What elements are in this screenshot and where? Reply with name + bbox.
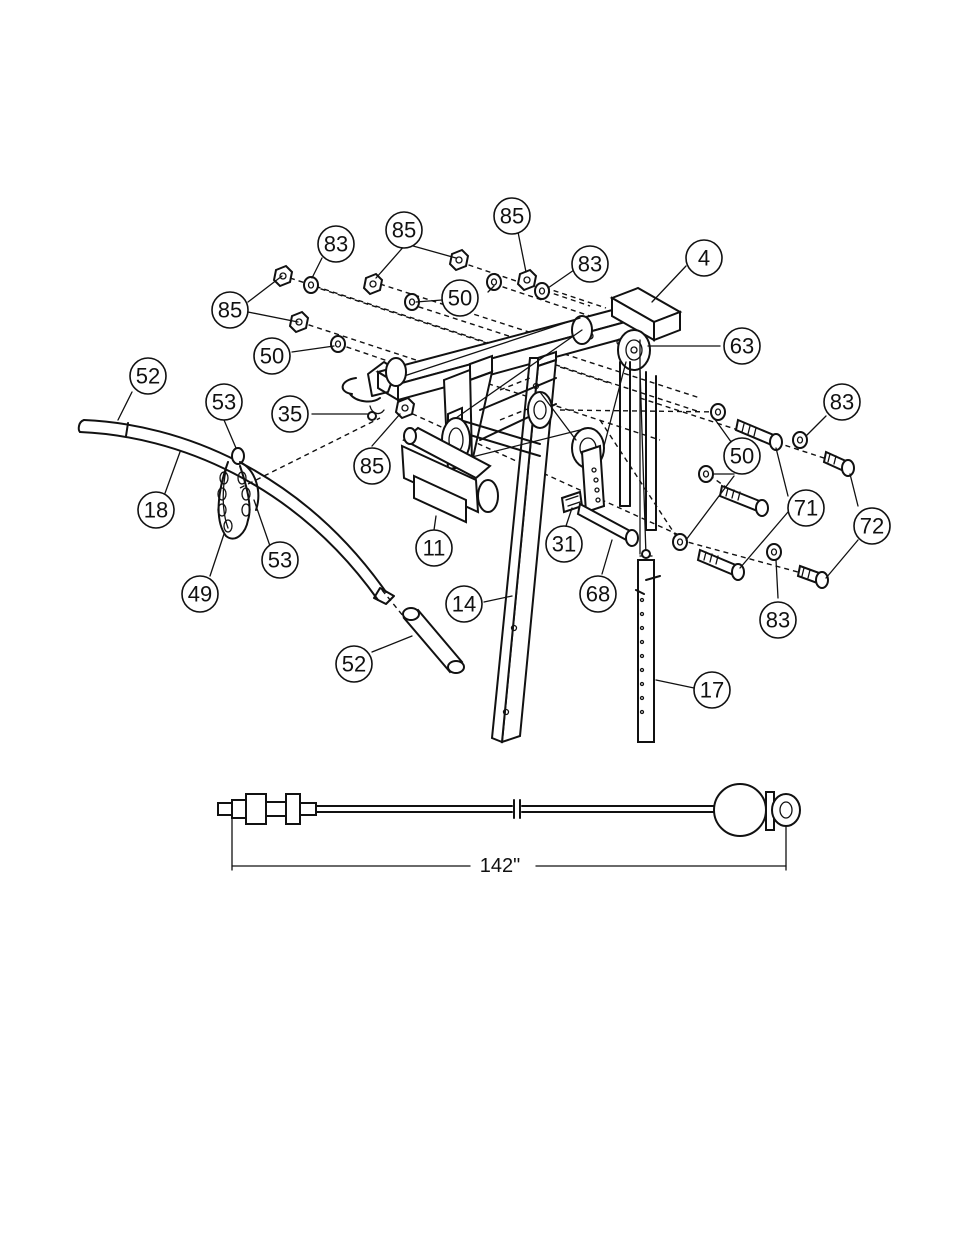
svg-text:17: 17 <box>700 678 724 703</box>
svg-text:50: 50 <box>448 286 472 311</box>
svg-text:83: 83 <box>324 232 348 257</box>
callout-18: 18 <box>138 492 174 528</box>
callout-53a: 53 <box>206 384 242 420</box>
callout-85a: 85 <box>212 292 248 328</box>
svg-text:83: 83 <box>766 608 790 633</box>
svg-text:53: 53 <box>212 390 236 415</box>
callout-85c: 85 <box>494 198 530 234</box>
svg-text:35: 35 <box>278 402 302 427</box>
callout-83d: 83 <box>760 602 796 638</box>
callout-52a: 52 <box>130 358 166 394</box>
svg-text:83: 83 <box>578 252 602 277</box>
pulley-63 <box>618 330 650 370</box>
svg-text:11: 11 <box>423 536 446 561</box>
cable-assembly: 142" <box>218 784 800 877</box>
shaft-68 <box>578 504 638 546</box>
callout-35: 35 <box>272 396 308 432</box>
callout-85d: 85 <box>354 448 390 484</box>
callout-83c: 83 <box>824 384 860 420</box>
svg-text:85: 85 <box>360 454 384 479</box>
callout-52b: 52 <box>336 646 372 682</box>
callout-14: 14 <box>446 586 482 622</box>
cable-length-label: 142" <box>480 855 520 877</box>
svg-text:71: 71 <box>794 496 818 521</box>
callout-4: 4 <box>686 240 722 276</box>
svg-text:49: 49 <box>188 582 212 607</box>
callout-71: 71 <box>788 490 824 526</box>
callout-17: 17 <box>694 672 730 708</box>
svg-text:72: 72 <box>860 514 884 539</box>
svg-text:85: 85 <box>392 218 416 243</box>
svg-text:52: 52 <box>136 364 160 389</box>
chain-49 <box>218 448 258 539</box>
selector-rod-17 <box>636 550 660 742</box>
callout-68: 68 <box>580 576 616 612</box>
callout-83a: 83 <box>318 226 354 262</box>
callout-49: 49 <box>182 576 218 612</box>
svg-text:53: 53 <box>268 548 292 573</box>
callout-50a: 50 <box>442 280 478 316</box>
svg-text:31: 31 <box>552 532 576 557</box>
adjuster-bracket <box>582 446 604 512</box>
svg-text:50: 50 <box>260 344 284 369</box>
svg-text:85: 85 <box>218 298 242 323</box>
callout-11: 11 <box>416 530 452 566</box>
svg-text:83: 83 <box>830 390 854 415</box>
callout-50c: 50 <box>724 438 760 474</box>
svg-text:50: 50 <box>730 444 754 469</box>
svg-text:63: 63 <box>730 334 754 359</box>
callout-63: 63 <box>724 328 760 364</box>
callout-31: 31 <box>546 526 582 562</box>
callout-53b: 53 <box>262 542 298 578</box>
svg-text:14: 14 <box>452 592 476 617</box>
callout-85b: 85 <box>386 212 422 248</box>
callout-83b: 83 <box>572 246 608 282</box>
svg-text:85: 85 <box>500 204 524 229</box>
callout-50b: 50 <box>254 338 290 374</box>
svg-text:4: 4 <box>698 246 710 271</box>
svg-text:52: 52 <box>342 652 366 677</box>
svg-text:68: 68 <box>586 582 610 607</box>
svg-text:18: 18 <box>144 498 168 523</box>
callout-72: 72 <box>854 508 890 544</box>
